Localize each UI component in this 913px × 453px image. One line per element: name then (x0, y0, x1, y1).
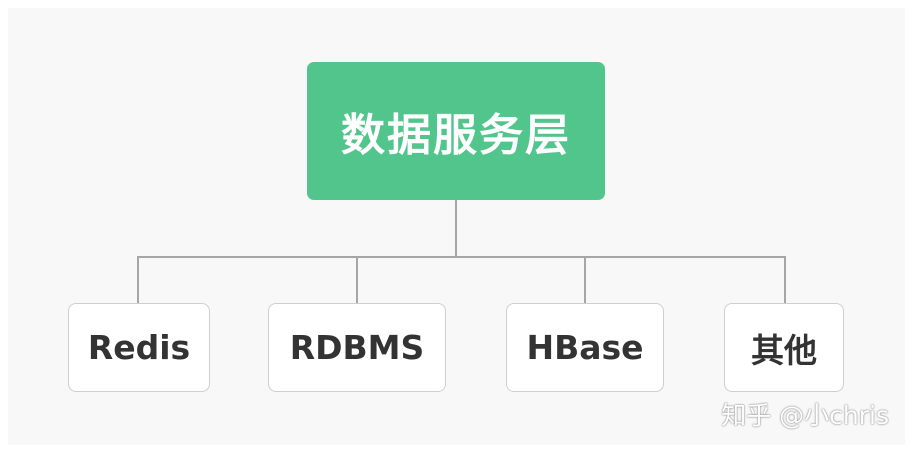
child-node-other: 其他 (724, 303, 844, 392)
child-node-label: Redis (87, 328, 191, 367)
child-node-rdbms: RDBMS (268, 303, 446, 392)
root-node-label: 数据服务层 (341, 110, 571, 161)
root-node-data-service-layer: 数据服务层 (307, 62, 605, 200)
child-node-redis: Redis (68, 303, 210, 392)
watermark: 知乎 @小chris (721, 401, 889, 430)
child-node-label: 其他 (751, 330, 817, 370)
child-node-label: HBase (526, 328, 644, 367)
child-node-hbase: HBase (506, 303, 664, 392)
child-node-label: RDBMS (289, 328, 425, 367)
